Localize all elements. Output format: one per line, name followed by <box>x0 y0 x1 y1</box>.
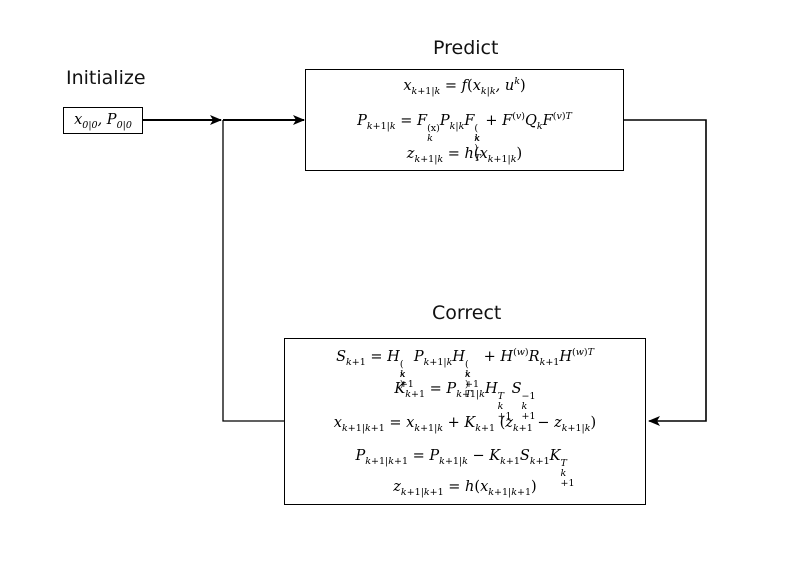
edge-predict-to-correct <box>623 119 707 426</box>
initialize-box: x0|0, P0|0 <box>63 107 143 134</box>
correct-equation-5: zk+1|k+1 = h(xk+1|k+1) <box>393 479 537 498</box>
predict-equation-3: zk+1|k = h(xk+1|k) <box>406 146 523 165</box>
initialize-title: Initialize <box>66 67 146 89</box>
edge-correct-to-predict <box>222 120 284 422</box>
correct-equation-3: xk+1|k+1 = xk+1|k + Kk+1 (zk+1 − zk+1|k) <box>333 415 597 434</box>
correct-title: Correct <box>432 302 502 324</box>
predict-title: Predict <box>433 37 499 59</box>
initialize-equation: x0|0, P0|0 <box>74 112 132 131</box>
predict-equation-1: xk+1|k = f(xk|k, uk) <box>403 76 526 97</box>
